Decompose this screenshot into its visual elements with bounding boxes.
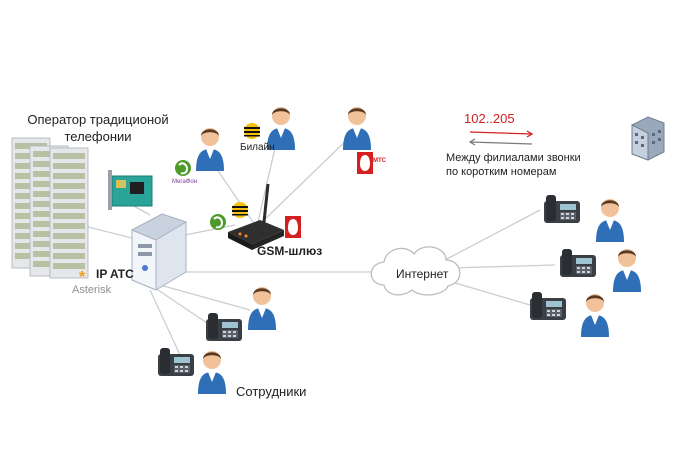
pbx-server-icon (130, 213, 188, 291)
internet-label: Интернет (396, 267, 449, 281)
connection-lines (79, 134, 556, 356)
desk-phone-icon (544, 195, 580, 223)
desk-phone-icon (560, 249, 596, 277)
gsm-router-icon (228, 183, 284, 250)
desk-phone-icon (206, 313, 242, 341)
user-icon (343, 107, 371, 150)
mts-label: МТС (373, 158, 386, 164)
desk-phone-icon (158, 348, 194, 376)
operator-label: Оператор традиционой телефонии (18, 111, 178, 145)
between-branches-line2: по коротким номерам (446, 166, 557, 178)
user-icon (596, 199, 624, 242)
beeline-logo-small-icon (232, 202, 248, 218)
beeline-logo-icon (244, 123, 260, 139)
user-icon (581, 294, 609, 337)
beeline-label: Билайн (240, 142, 275, 153)
employees-label: Сотрудники (236, 384, 307, 399)
megafon-logo-small-icon (209, 213, 227, 231)
operator-label-line2: телефонии (64, 129, 132, 144)
user-icon (613, 249, 641, 292)
desk-phone-icon (530, 292, 566, 320)
user-icon (196, 128, 224, 171)
megafon-logo-icon (174, 159, 192, 177)
asterisk-label: Asterisk (72, 284, 112, 296)
operator-label-line1: Оператор традиционой (27, 112, 169, 127)
between-branches-line1: Между филиалами звонки (446, 152, 581, 164)
telephony-card-icon (108, 170, 153, 210)
cloud-icon (370, 246, 461, 296)
svg-text:*: * (79, 269, 86, 286)
user-icon (248, 287, 276, 330)
mts-logo-icon (357, 152, 373, 174)
mts-logo-small-icon (285, 216, 301, 238)
user-icon (198, 351, 226, 394)
office-building-icon (631, 116, 665, 161)
asterisk-logo-icon: * (79, 269, 86, 286)
operator-racks-icon (11, 137, 89, 279)
bidirectional-arrow-icon (468, 130, 534, 146)
ip-atc-label: IP ATC (96, 267, 134, 281)
between-branches-label: Между филиалами звонки по коротким номер… (446, 151, 581, 179)
number-range-label: 102..205 (464, 111, 515, 126)
megafon-label: МегаФон (172, 179, 198, 185)
gsm-gateway-label: GSM-шлюз (257, 244, 323, 258)
